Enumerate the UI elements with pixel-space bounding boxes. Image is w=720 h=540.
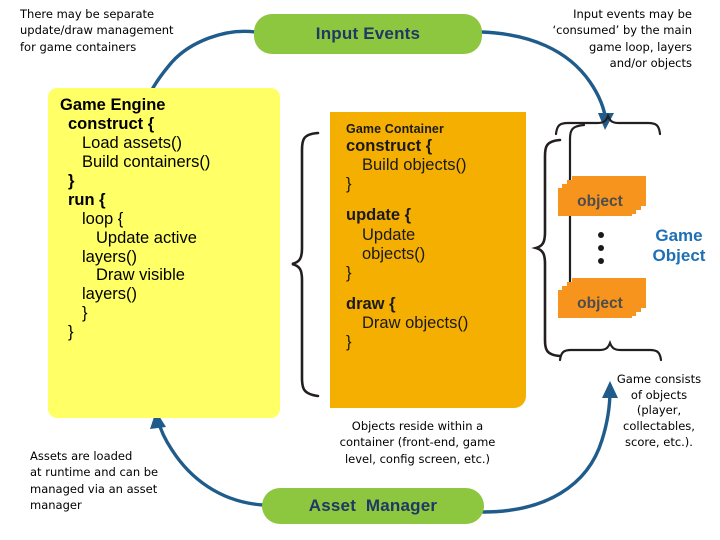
- code-line: Build containers(): [82, 152, 211, 171]
- code-line: }: [346, 333, 352, 352]
- game-object-label: Game Object: [652, 226, 706, 266]
- code-line: }: [68, 171, 75, 190]
- object-label: object: [577, 295, 623, 312]
- code-line: }: [82, 304, 88, 323]
- note-top-right: Input events may be ‘consumed’ by the ma…: [552, 7, 693, 70]
- code-line: Update: [362, 225, 416, 244]
- game-container-update-block: update { Update objects() }: [346, 206, 516, 283]
- dot: [598, 245, 604, 251]
- asset-manager-label: Asset Manager: [308, 496, 438, 515]
- card-layer: [558, 188, 632, 216]
- brace-engine-to-container: [291, 131, 320, 398]
- code-line: draw {: [346, 294, 396, 313]
- code-line: construct {: [346, 137, 433, 155]
- card-layer: [558, 290, 632, 318]
- brace-container-to-objects: [531, 138, 562, 358]
- brace-top-objects: [554, 113, 662, 136]
- code-line: construct {: [68, 114, 155, 133]
- note-bottom-center: Objects reside within a container (front…: [339, 419, 496, 466]
- note-bottom-right: Game consists of objects (player, collec…: [616, 372, 702, 449]
- note-top-left: There may be separate update/draw manage…: [20, 7, 174, 54]
- object-label: object: [577, 193, 623, 210]
- input-events-label: Input Events: [315, 24, 421, 43]
- code-line: update {: [346, 206, 412, 225]
- code-line: }: [68, 323, 74, 342]
- game-container-draw-block: draw { Draw objects() }: [346, 295, 516, 352]
- brace-bottom-right-note: [558, 340, 663, 362]
- code-line: objects(): [362, 244, 426, 263]
- asset-manager-box[interactable]: Asset Manager: [262, 488, 484, 524]
- code-line: layers(): [82, 285, 138, 304]
- spacer: [346, 194, 516, 206]
- dot: [598, 232, 604, 238]
- code-line: Draw objects(): [362, 314, 469, 332]
- game-engine-title: Game Engine: [60, 96, 166, 114]
- game-container-title: Game Container: [346, 122, 444, 136]
- vertical-ellipsis-icon: [597, 232, 605, 264]
- code-line: }: [346, 263, 352, 282]
- code-line: Build objects(): [362, 156, 467, 175]
- code-line: Update active: [96, 228, 197, 247]
- code-line: }: [346, 175, 352, 194]
- game-container-box[interactable]: Game Container construct { Build objects…: [330, 112, 526, 408]
- code-line: loop {: [82, 209, 124, 228]
- code-line: run {: [68, 190, 106, 209]
- note-bottom-left: Assets are loaded at runtime and can be …: [30, 449, 159, 512]
- game-object-card-bottom[interactable]: object: [558, 278, 646, 318]
- spacer: [346, 283, 516, 295]
- game-object-card-top[interactable]: object: [558, 176, 646, 216]
- input-events-box[interactable]: Input Events: [254, 14, 482, 54]
- dot: [598, 258, 604, 264]
- game-container-construct-block: construct { Build objects() }: [346, 137, 516, 194]
- game-engine-box[interactable]: Game Engine construct { Load assets() Bu…: [48, 88, 280, 418]
- game-engine-code: construct { Load assets() Build containe…: [60, 115, 270, 342]
- code-line: Load assets(): [82, 133, 182, 152]
- code-line: Draw visible: [96, 266, 185, 285]
- code-line: layers(): [82, 247, 138, 266]
